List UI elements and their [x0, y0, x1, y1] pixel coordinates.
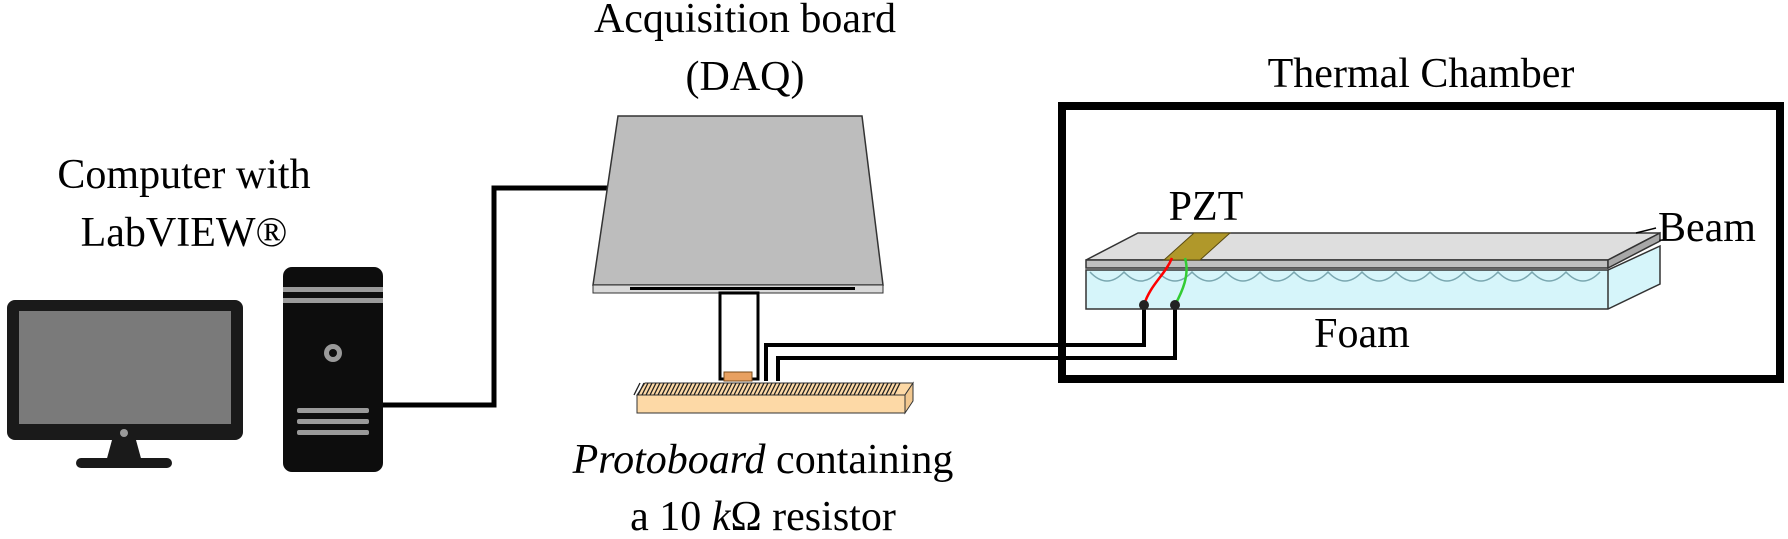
beam-label: Beam — [1658, 205, 1756, 251]
protoboard-pin — [765, 382, 773, 396]
protoboard-pin — [865, 382, 873, 396]
protoboard-pin — [881, 382, 889, 396]
protoboard-pin — [685, 382, 693, 396]
beam-leader — [1635, 227, 1657, 234]
resistor-unit-italic: k — [712, 494, 732, 539]
protoboard-pin — [725, 382, 733, 396]
protoboard-pin — [745, 382, 753, 396]
protoboard-pin — [729, 382, 737, 396]
protoboard-pin — [877, 382, 885, 396]
foam-block — [1085, 244, 1661, 310]
protoboard-pin — [861, 382, 869, 396]
daq-board-icon — [592, 115, 884, 381]
protoboard-pin — [673, 382, 681, 396]
protoboard-pin — [741, 382, 749, 396]
protoboard-pin — [697, 382, 705, 396]
protoboard-pin — [653, 382, 661, 396]
protoboard-pin — [689, 382, 697, 396]
protoboard-pin — [713, 382, 721, 396]
protoboard-pin — [873, 382, 881, 396]
protoboard-pin — [709, 382, 717, 396]
protoboard-pin — [677, 382, 685, 396]
usb-cable — [383, 185, 608, 408]
monitor-icon — [7, 300, 243, 468]
protoboard-pin — [721, 382, 729, 396]
protoboard-pin — [637, 382, 645, 396]
protoboard-pin — [633, 382, 641, 396]
wire-1 — [764, 305, 1146, 381]
resistor-post: Ω resistor — [730, 494, 895, 539]
protoboard-pin — [649, 382, 657, 396]
protoboard-pin — [665, 382, 673, 396]
protoboard-pin — [801, 382, 809, 396]
computer-label-line2: LabVIEW® — [81, 210, 288, 256]
protoboard-pin — [661, 382, 669, 396]
protoboard-pin — [693, 382, 701, 396]
electrode-dot-2 — [1170, 300, 1180, 310]
protoboard-pin — [885, 382, 893, 396]
protoboard-pin — [797, 382, 805, 396]
thermal-chamber-icon — [1058, 102, 1784, 383]
protoboard-pin — [757, 382, 765, 396]
protoboard-pin — [853, 382, 861, 396]
protoboard-italic: Protoboard — [572, 437, 767, 483]
protoboard-pin — [837, 382, 845, 396]
protoboard-pin — [777, 382, 785, 396]
protoboard-pin — [789, 382, 797, 396]
foam-label: Foam — [1314, 311, 1410, 357]
electrode-dot-1 — [1139, 300, 1149, 310]
protoboard-pin — [829, 382, 837, 396]
protoboard-pin — [701, 382, 709, 396]
protoboard-pin — [669, 382, 677, 396]
protoboard-pin — [753, 382, 761, 396]
protoboard-pin — [657, 382, 665, 396]
protoboard-pin — [645, 382, 653, 396]
protoboard-pin — [813, 382, 821, 396]
protoboard-pin — [785, 382, 793, 396]
protoboard-pin — [893, 382, 901, 396]
wire-2 — [776, 305, 1177, 381]
resistor-label-line2: a 10 kΩ resistor — [630, 494, 896, 539]
protoboard-pin — [857, 382, 865, 396]
protoboard-pin — [737, 382, 745, 396]
computer — [7, 267, 383, 472]
protoboard-pin — [805, 382, 813, 396]
protoboard-pin — [825, 382, 833, 396]
protoboard-pin — [849, 382, 857, 396]
protoboard-pin — [717, 382, 725, 396]
protoboard-icon — [633, 371, 914, 415]
red-lead — [1142, 257, 1174, 306]
beam — [1085, 231, 1661, 270]
pzt-patch — [1162, 232, 1232, 261]
protoboard-pin — [889, 382, 897, 396]
resistor-icon — [723, 371, 753, 382]
protoboard-pin — [641, 382, 649, 396]
pc-tower-icon — [283, 267, 383, 472]
protoboard-pin — [833, 382, 841, 396]
protoboard-pin — [749, 382, 757, 396]
protoboard-pin — [845, 382, 853, 396]
protoboard-pin — [773, 382, 781, 396]
protoboard-pin — [841, 382, 849, 396]
protoboard-pin — [705, 382, 713, 396]
protoboard-pin — [733, 382, 741, 396]
protoboard-pin — [681, 382, 689, 396]
daq-label-line1: Acquisition board — [594, 0, 896, 42]
protoboard-pin — [821, 382, 829, 396]
protoboard-pin — [817, 382, 825, 396]
pzt-label: PZT — [1169, 184, 1244, 230]
computer-label-line1: Computer with — [57, 152, 310, 198]
protoboard-pin — [809, 382, 817, 396]
protoboard-pin — [869, 382, 877, 396]
protoboard-rest: containing — [766, 437, 954, 483]
resistor-pre: a 10 — [630, 494, 712, 539]
protoboard-pin — [793, 382, 801, 396]
protoboard-pin — [761, 382, 769, 396]
daq-label-line2: (DAQ) — [686, 54, 805, 100]
protoboard-pin — [769, 382, 777, 396]
protoboard-pin — [781, 382, 789, 396]
protoboard-label-line1: Protoboard containing — [572, 437, 954, 483]
thermal-chamber-label: Thermal Chamber — [1268, 51, 1575, 97]
